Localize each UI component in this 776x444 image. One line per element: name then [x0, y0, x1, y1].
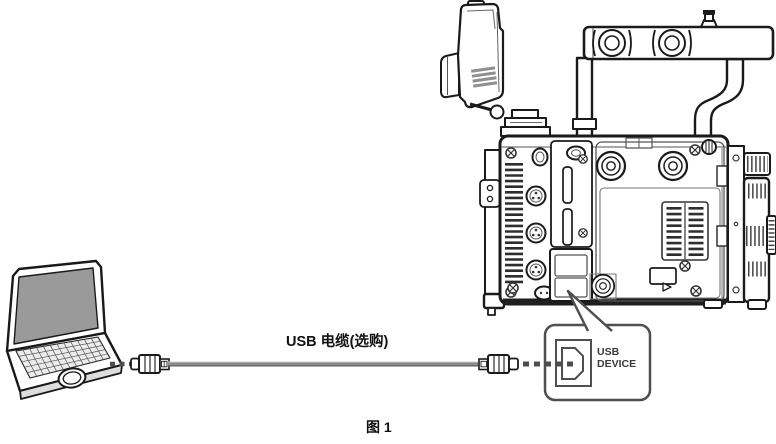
callout: USB DEVICE: [543, 289, 652, 402]
usb-cable: [110, 354, 519, 374]
cable-cord: [168, 361, 480, 367]
cable-connector-left: [130, 354, 170, 374]
camera-lens-mount: [727, 145, 776, 310]
laptop-keyboard: [15, 336, 111, 379]
camera-usb-port-block: [549, 248, 593, 302]
camera-vent-left: [505, 147, 523, 298]
camera-vent-right: [661, 201, 709, 261]
camera-handle: [572, 10, 775, 140]
laptop-illustration: [5, 259, 124, 400]
viewfinder-hinge: [489, 104, 505, 120]
cable-connector-right: [478, 354, 519, 374]
camera-viewfinder: [440, 0, 551, 137]
laptop-screen: [13, 267, 99, 345]
mount-boss: [657, 150, 689, 182]
mount-boss: [590, 273, 616, 299]
viewfinder-body: [456, 2, 505, 109]
camera-right-panel: [507, 139, 728, 309]
xlr-connector: [525, 185, 547, 207]
usb-device-label-line1: USB: [597, 346, 620, 358]
camera-illustration: [440, 0, 776, 316]
xlr-connector: [525, 222, 547, 244]
camera-card-slots: [550, 140, 593, 248]
callout-pointer: [566, 289, 613, 332]
figure-caption: 图 1: [366, 419, 392, 435]
handle-rear-strut: [693, 57, 745, 138]
mount-boss: [595, 150, 627, 182]
viewfinder-eyecup: [440, 52, 460, 99]
xlr-connector: [525, 259, 547, 281]
cable-label: USB 电缆(选购): [286, 332, 388, 350]
laptop-touchpad: [57, 367, 87, 389]
usb-device-label-line2: DEVICE: [597, 358, 636, 370]
camera-side-bracket: [479, 179, 501, 208]
